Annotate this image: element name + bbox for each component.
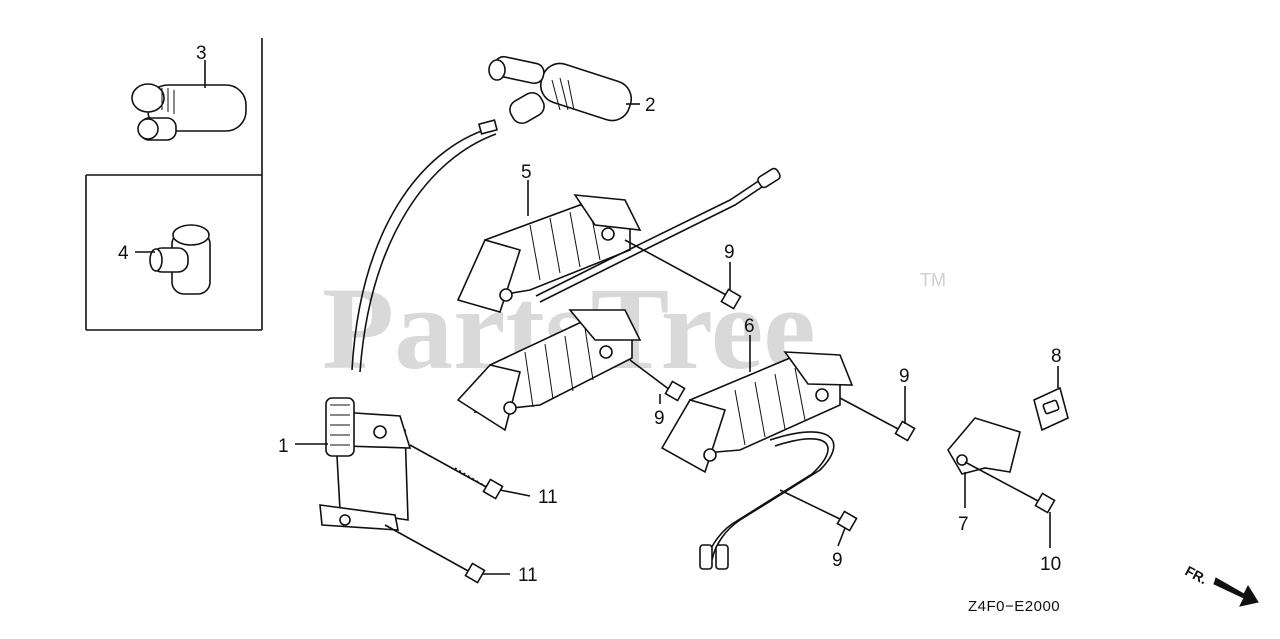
high-tension-lead	[351, 119, 499, 373]
spark-plug-cap-part-2	[488, 55, 633, 125]
plug-cap-elbow-part-4	[149, 224, 211, 295]
callout-6: 6	[744, 316, 755, 337]
callout-11-a: 11	[538, 487, 558, 508]
bolt-part-9-c	[839, 397, 916, 442]
watermark-trademark: TM	[920, 270, 946, 290]
callout-7: 7	[958, 514, 969, 535]
direction-marker: FR.	[1183, 563, 1259, 607]
callout-4: 4	[118, 243, 129, 264]
charge-coil-lead	[535, 167, 781, 303]
callout-9-b: 9	[654, 408, 665, 429]
callout-9-a: 9	[724, 242, 735, 263]
bolt-part-9-d	[779, 489, 858, 532]
bolt-part-9-a	[624, 239, 742, 310]
callout-1: 1	[278, 436, 289, 457]
clip-part-8	[1033, 386, 1069, 432]
charge-coil-lower	[456, 309, 642, 432]
exciter-coil-part-6	[660, 351, 854, 570]
bolt-part-10	[964, 461, 1056, 514]
callout-2: 2	[645, 95, 656, 116]
direction-label: FR.	[1183, 563, 1210, 588]
bolt-part-9-b	[629, 359, 686, 402]
callout-9-c: 9	[899, 366, 910, 387]
ignition-coil-part-1	[319, 397, 412, 531]
bolt-part-11-upper	[409, 444, 504, 500]
charge-coil-part-5	[456, 194, 642, 313]
front-direction-arrow-icon	[1213, 577, 1259, 607]
bracket-part-7	[947, 417, 1021, 475]
callout-3: 3	[196, 43, 207, 64]
callout-8: 8	[1051, 346, 1062, 367]
callout-9-d: 9	[832, 550, 843, 571]
callout-11-b: 11	[518, 565, 538, 586]
callout-labels: 1 2 3 4 5 6 7 8 9 9 9 9 10 11 11	[118, 43, 1062, 586]
bolt-part-11-lower	[384, 524, 486, 584]
callout-5: 5	[521, 162, 532, 183]
leader-lines	[135, 60, 1059, 575]
callout-10: 10	[1040, 554, 1061, 575]
spark-plug-cap-part-3	[131, 83, 247, 141]
diagram-code: Z4F0−E2000	[968, 598, 1060, 615]
inset-frame	[85, 38, 263, 331]
